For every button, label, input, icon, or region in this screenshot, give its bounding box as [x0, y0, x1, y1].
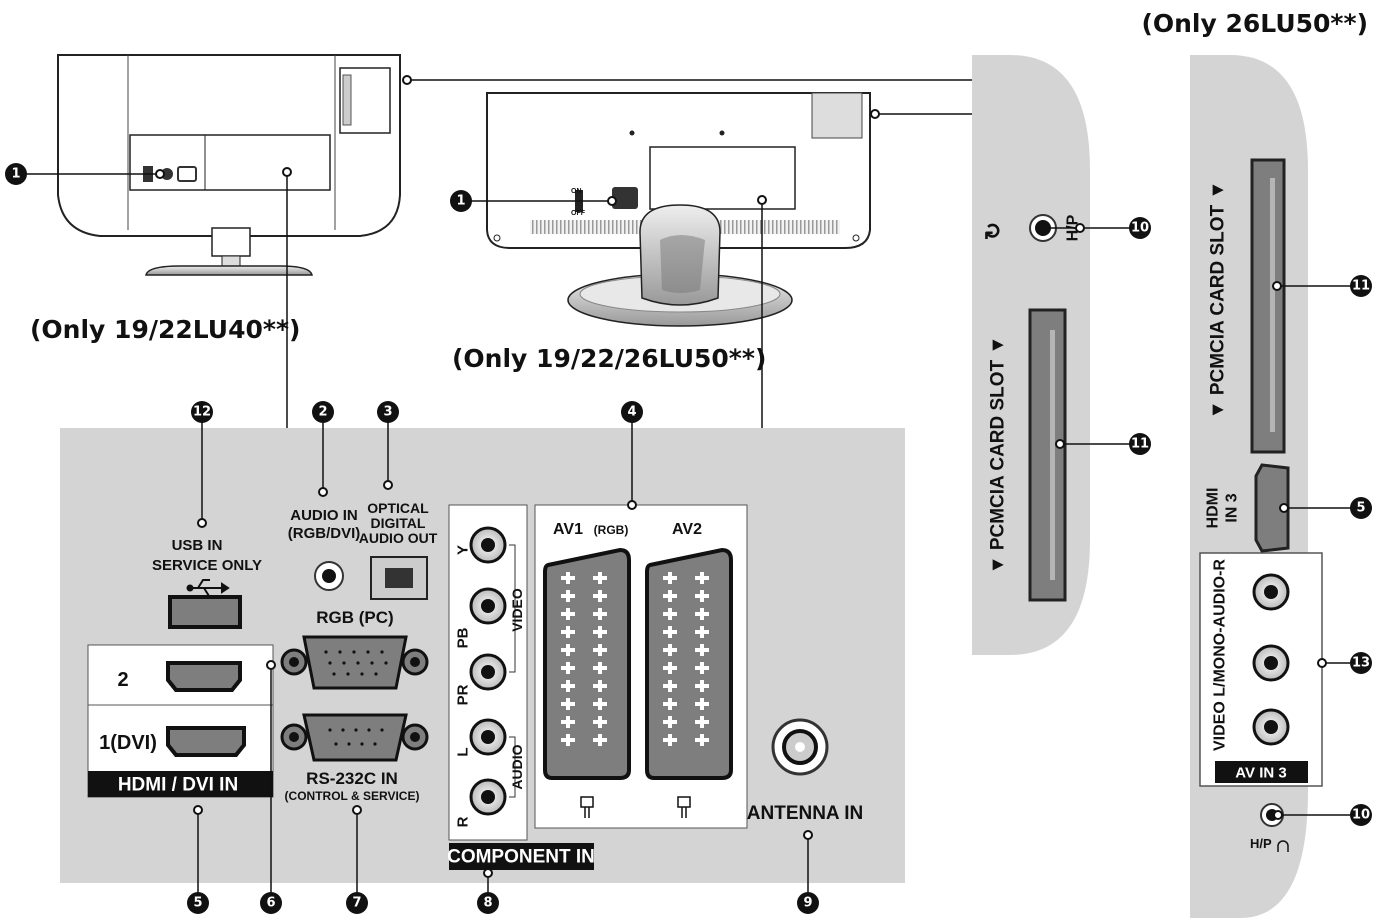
av1-rgb-label: (RGB) — [594, 523, 629, 537]
svg-text:1: 1 — [11, 167, 20, 182]
hdmi3-label-line1: HDMI — [1205, 488, 1222, 529]
hdmi-dvi-in-label: HDMI / DVI IN — [118, 775, 238, 796]
svg-text:1: 1 — [456, 194, 465, 209]
rs232c-label-line1: RS-232C IN — [306, 769, 398, 788]
leader-dots — [155, 75, 1327, 878]
av-in3-jacks — [1252, 573, 1290, 746]
headphone-icon-right — [1277, 840, 1289, 852]
audio-in-label-line2: (RGB/DVI) — [288, 525, 361, 542]
callout-5-bottom: 5 — [187, 892, 209, 914]
pcmcia-slot — [1028, 308, 1067, 602]
antenna-in-label: ANTENNA IN — [747, 803, 863, 824]
usb-port — [168, 595, 242, 629]
caption-26lu50: (Only 26LU50**) — [1141, 9, 1368, 38]
callout-1-middle: 1 — [450, 190, 472, 212]
svg-text:12: 12 — [193, 405, 211, 420]
hdmi2-port — [166, 661, 242, 692]
svg-text:13: 13 — [1352, 656, 1370, 671]
component-audio-label: AUDIO — [509, 744, 525, 789]
svg-text:10: 10 — [1131, 221, 1149, 236]
hdmi2-label: 2 — [117, 669, 128, 691]
callout-11-right: 11 — [1350, 275, 1372, 297]
switch-off-label: OFF — [571, 210, 586, 217]
svg-text:3: 3 — [383, 405, 392, 420]
right-side-panel: ▼ PCMCIA CARD SLOT ▼ HDMI IN 3 VIDEO L/M… — [1190, 55, 1323, 918]
component-pr-label: PR — [455, 684, 472, 705]
callout-11-side: 11 — [1129, 433, 1151, 455]
tv-rear-1922lu40 — [57, 54, 401, 276]
pcmcia-label-right: ▼ PCMCIA CARD SLOT ▼ — [1208, 181, 1229, 420]
av1-scart-icon — [580, 796, 594, 818]
svg-text:7: 7 — [352, 896, 361, 911]
av2-scart-port — [645, 547, 733, 780]
callout-7: 7 — [346, 892, 368, 914]
pcmcia-slot-right — [1250, 158, 1286, 454]
caption-192226lu50: (Only 19/22/26LU50**) — [452, 344, 766, 373]
optical-label-line2: DIGITAL — [371, 515, 426, 531]
svg-text:10: 10 — [1352, 808, 1370, 823]
svg-text:4: 4 — [627, 405, 636, 420]
usb-label-line2: SERVICE ONLY — [152, 557, 262, 574]
callout-10-side: 10 — [1129, 217, 1151, 239]
callout-6: 6 — [260, 892, 282, 914]
back-panel: USB IN SERVICE ONLY 2 1(DVI) HDMI / DVI … — [60, 428, 905, 883]
rs232c-port — [280, 713, 429, 762]
callout-3: 3 — [377, 401, 399, 423]
svg-text:9: 9 — [803, 896, 812, 911]
side-panel: ↻ H/P ▼ PCMCIA CARD SLOT ▼ — [972, 55, 1090, 655]
rgb-pc-port — [280, 635, 429, 690]
callout-5-right: 5 — [1350, 497, 1372, 519]
component-pb-label: PB — [455, 627, 472, 648]
hdmi3-port — [1254, 463, 1290, 553]
callout-2: 2 — [312, 401, 334, 423]
headphone-icon: ↻ — [981, 222, 1006, 240]
audio-in-label-line1: AUDIO IN — [290, 507, 358, 524]
callout-9: 9 — [797, 892, 819, 914]
av2-label: AV2 — [672, 521, 702, 538]
hdmi1-label: 1(DVI) — [99, 732, 157, 754]
video-audio-label: VIDEO L/MONO-AUDIO-R — [1212, 559, 1229, 751]
component-r-label: R — [455, 816, 472, 827]
usb-label-line1: USB IN — [172, 537, 223, 554]
component-l-label: L — [455, 747, 472, 756]
optical-label-line3: AUDIO OUT — [359, 530, 438, 546]
svg-text:11: 11 — [1352, 279, 1370, 294]
av2-scart-icon — [677, 796, 691, 818]
svg-text:6: 6 — [266, 896, 275, 911]
callout-12: 12 — [191, 401, 213, 423]
callout-1-left: 1 — [5, 163, 27, 185]
component-jacks — [469, 526, 507, 816]
component-in-label: COMPONENT IN — [447, 847, 595, 868]
svg-text:2: 2 — [318, 405, 327, 420]
tv-rear-192226lu50: ON OFF — [486, 92, 871, 327]
rgb-pc-label: RGB (PC) — [316, 608, 393, 627]
hdmi1-port — [166, 726, 246, 757]
component-y-label: Y — [455, 545, 472, 555]
av-in3-label: AV IN 3 — [1235, 765, 1286, 782]
hdmi3-label-line2: IN 3 — [1224, 493, 1241, 522]
pcmcia-label: ▼ PCMCIA CARD SLOT ▼ — [988, 336, 1009, 575]
svg-text:11: 11 — [1131, 437, 1149, 452]
component-video-label: VIDEO — [509, 588, 525, 632]
rs232c-label-line2: (CONTROL & SERVICE) — [285, 789, 420, 803]
svg-text:5: 5 — [193, 896, 202, 911]
callout-13: 13 — [1350, 652, 1372, 674]
svg-text:5: 5 — [1356, 501, 1365, 516]
scart-pins — [561, 572, 709, 746]
switch-on-label: ON — [571, 188, 582, 195]
av1-label: AV1 — [553, 521, 583, 538]
av1-scart-port — [543, 547, 631, 780]
callout-8: 8 — [477, 892, 499, 914]
optical-label-line1: OPTICAL — [367, 500, 429, 516]
caption-1922lu40: (Only 19/22LU40**) — [30, 315, 300, 344]
callout-10-right: 10 — [1350, 804, 1372, 826]
svg-text:8: 8 — [483, 896, 492, 911]
callout-4: 4 — [621, 401, 643, 423]
hp-label-right: H/P — [1250, 836, 1272, 851]
